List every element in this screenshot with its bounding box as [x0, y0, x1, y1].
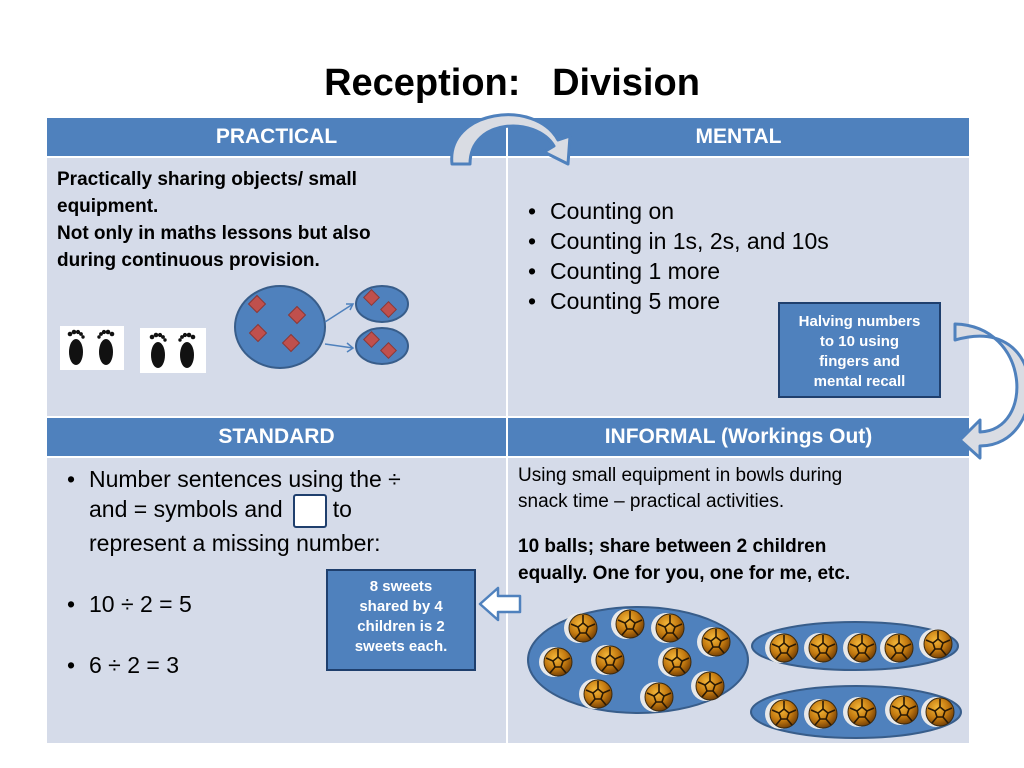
header-practical: PRACTICAL	[47, 118, 506, 156]
footprints-icon	[140, 328, 206, 373]
standard-text: represent a missing number:	[89, 530, 381, 556]
row-divider	[47, 156, 969, 158]
practical-line: Not only in maths lessons but also	[57, 223, 371, 244]
list-item: Counting 1 more	[518, 256, 958, 286]
callout-line: to 10 using	[819, 333, 900, 350]
list-item: Counting on	[518, 196, 958, 226]
header-mental: MENTAL	[508, 118, 969, 156]
informal-text: Using small equipment in bowls during sn…	[518, 463, 963, 587]
header-standard: STANDARD	[47, 418, 506, 456]
standard-text: and = symbols and	[89, 496, 283, 523]
list-item: Counting 5 more	[518, 286, 958, 316]
curved-arrow-icon	[450, 113, 572, 166]
informal-line: Using small equipment in bowls during	[518, 465, 843, 486]
balls-in-bowls	[527, 606, 962, 739]
callout-line: mental recall	[813, 373, 906, 390]
halving-callout: Halving numbers to 10 using fingers and …	[778, 302, 941, 398]
informal-bold-line: equally. One for you, one for me, etc.	[518, 563, 851, 584]
callout-line: shared by 4	[359, 598, 443, 615]
callout-line: sweets each.	[354, 638, 448, 655]
list-item: Counting in 1s, 2s, and 10s	[518, 226, 958, 256]
curved-arrow-icon	[953, 322, 1024, 460]
row-divider	[47, 416, 969, 418]
callout-line: Halving numbers	[798, 313, 921, 330]
informal-line: snack time – practical activities.	[518, 491, 785, 512]
list-item: 10 ÷ 2 = 5	[57, 589, 502, 619]
footprints-icon	[60, 326, 124, 370]
arrow-left-icon	[478, 586, 522, 622]
sweets-callout: 8 sweets shared by 4 children is 2 sweet…	[326, 569, 476, 671]
practical-text: Practically sharing objects/ small equip…	[57, 166, 497, 274]
callout-line: children is 2	[357, 618, 445, 635]
standard-text: to	[332, 496, 352, 523]
row-divider	[47, 456, 969, 458]
practical-line: Practically sharing objects/ small	[57, 169, 357, 190]
list-item: Number sentences using the ÷ and = symbo…	[57, 464, 502, 558]
standard-text: Number sentences using the ÷	[89, 466, 401, 492]
callout-line: 8 sweets	[369, 578, 433, 595]
standard-list: Number sentences using the ÷ and = symbo…	[57, 464, 502, 680]
sharing-diagram	[234, 285, 409, 369]
mental-list: Counting on Counting in 1s, 2s, and 10s …	[518, 196, 958, 316]
page-title: Reception: Division	[324, 62, 700, 104]
callout-line: fingers and	[819, 353, 900, 370]
column-divider	[506, 118, 508, 743]
missing-number-box-icon	[292, 494, 327, 528]
header-informal: INFORMAL (Workings Out)	[508, 418, 969, 456]
list-item: 6 ÷ 2 = 3	[57, 650, 502, 680]
practical-line: equipment.	[57, 196, 159, 217]
practical-line: during continuous provision.	[57, 250, 320, 271]
informal-bold-line: 10 balls; share between 2 children	[518, 536, 827, 557]
